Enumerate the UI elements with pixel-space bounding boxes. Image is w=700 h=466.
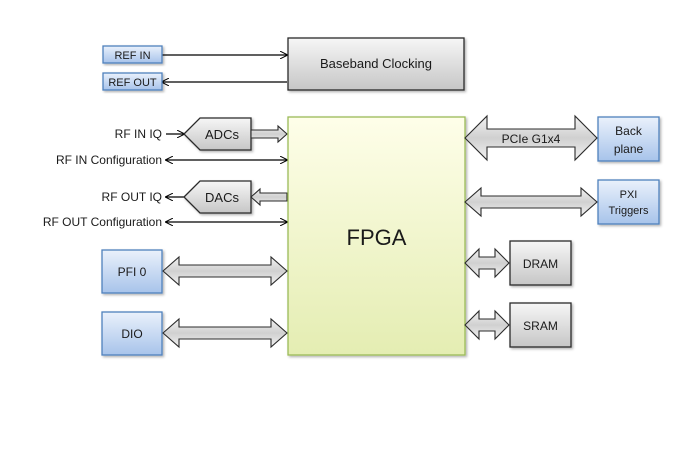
dram-label: DRAM bbox=[523, 257, 558, 271]
ref-in-block: REF IN bbox=[102, 45, 163, 64]
fpga-dram-arrow bbox=[464, 247, 510, 279]
rf-out-config-label: RF OUT Configuration bbox=[43, 215, 162, 229]
ref-out-label: REF OUT bbox=[108, 77, 157, 89]
pxi-triggers-block: PXI Triggers bbox=[597, 179, 660, 225]
rf-out-iq-label: RF OUT IQ bbox=[102, 190, 162, 204]
pxi-triggers-label-line2: Triggers bbox=[609, 205, 649, 217]
fpga-label: FPGA bbox=[347, 225, 407, 250]
rf-in-iq-label: RF IN IQ bbox=[115, 127, 162, 141]
backplane-block: Back plane bbox=[597, 116, 660, 162]
pfi0-label: PFI 0 bbox=[118, 265, 147, 279]
dio-fpga-arrow bbox=[162, 317, 288, 349]
dio-label: DIO bbox=[121, 327, 142, 341]
pfi0-block: PFI 0 bbox=[101, 249, 163, 294]
pcie-label: PCIe G1x4 bbox=[502, 132, 561, 146]
ref-out-block: REF OUT bbox=[102, 72, 163, 91]
dacs-label: DACs bbox=[205, 190, 239, 205]
backplane-label-line1: Back bbox=[615, 124, 643, 138]
adcs-to-fpga-arrow bbox=[250, 124, 288, 144]
fpga-pxi-triggers-arrow bbox=[464, 186, 598, 218]
baseband-clocking-label: Baseband Clocking bbox=[320, 56, 432, 71]
adcs-label: ADCs bbox=[205, 127, 239, 142]
dacs-block: DACs bbox=[183, 180, 252, 214]
fpga-backplane-arrow bbox=[464, 114, 598, 162]
dram-block: DRAM bbox=[509, 240, 572, 286]
fpga-block: FPGA bbox=[287, 116, 466, 356]
rf-in-config-label: RF IN Configuration bbox=[56, 153, 162, 167]
dio-block: DIO bbox=[101, 311, 163, 356]
backplane-label-line2: plane bbox=[614, 142, 644, 156]
baseband-clocking-block: Baseband Clocking bbox=[287, 37, 465, 91]
sram-label: SRAM bbox=[523, 319, 558, 333]
fpga-to-dacs-arrow bbox=[250, 187, 288, 207]
pxi-triggers-label-line1: PXI bbox=[620, 189, 638, 201]
pfi0-fpga-arrow bbox=[162, 255, 288, 287]
ref-in-label: REF IN bbox=[114, 50, 150, 62]
sram-block: SRAM bbox=[509, 302, 572, 348]
adcs-block: ADCs bbox=[183, 117, 252, 151]
fpga-sram-arrow bbox=[464, 309, 510, 341]
